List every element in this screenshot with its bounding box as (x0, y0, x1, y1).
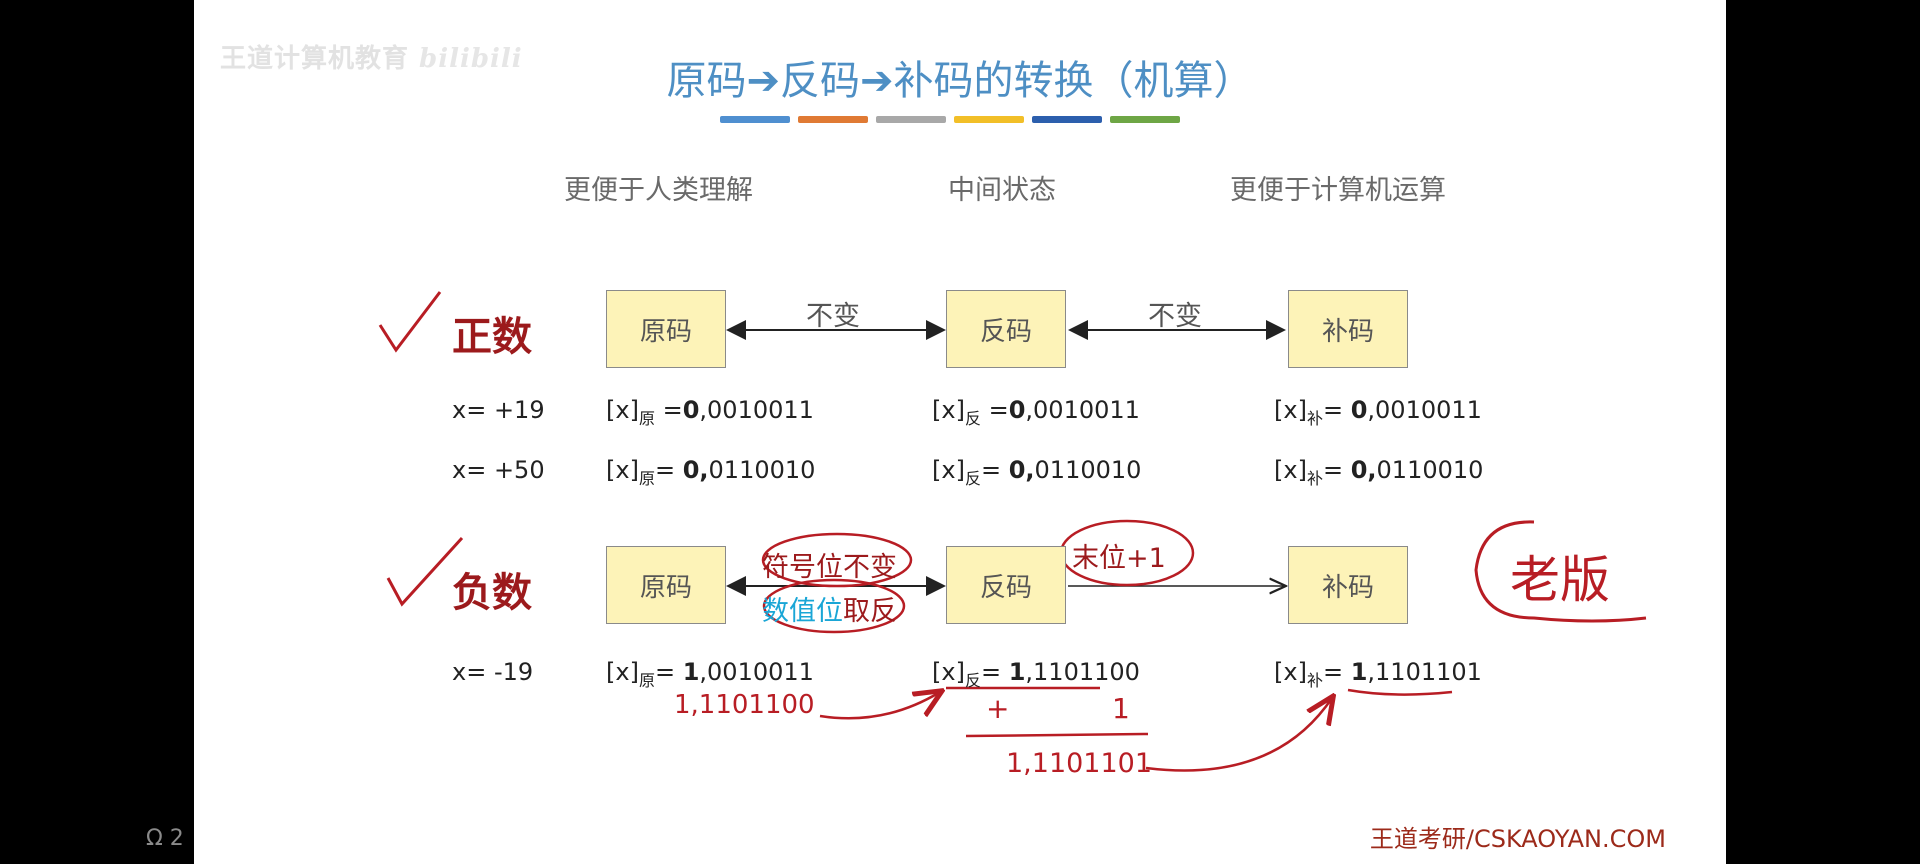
box-neg-original: 原码 (606, 546, 726, 624)
note-last-plus-one: 末位+1 (1072, 543, 1166, 574)
ones-code-neg: [x]反= 1,1101100 (932, 658, 1140, 690)
heading-computer: 更便于计算机运算 (1230, 175, 1446, 206)
orig-code-row1: [x]原 =0,0010011 (606, 396, 814, 428)
title-color-bar (720, 116, 790, 123)
checkmark-positive (378, 291, 442, 353)
heading-human: 更便于人类理解 (564, 175, 753, 206)
side-note-bracket (1474, 520, 1647, 623)
orig-code-row2: [x]原= 0,0110010 (606, 456, 816, 488)
x-value-row1: x= +19 (452, 396, 545, 424)
heading-middle: 中间状态 (948, 175, 1056, 206)
title-color-bar (1032, 116, 1102, 123)
box-neg-twos: 补码 (1288, 546, 1408, 624)
title-color-bar (876, 116, 946, 123)
hand-plus: + (986, 692, 1010, 725)
box-pos-ones: 反码 (946, 290, 1066, 368)
drawing-layer (378, 291, 1647, 772)
box-neg-ones: 反码 (946, 546, 1066, 624)
corner-viewer-count: Ω 2 (146, 826, 184, 851)
hand-step1: 1,1101100 (674, 690, 815, 720)
label-unchanged-1: 不变 (806, 301, 860, 332)
underline-comp (1347, 688, 1453, 696)
hand-side-note: 老版 (1510, 551, 1610, 609)
title-color-bar (798, 116, 868, 123)
title-color-bar (1110, 116, 1180, 123)
label-unchanged-2: 不变 (1148, 301, 1202, 332)
box-pos-original: 原码 (606, 290, 726, 368)
hand-one: 1 (1112, 692, 1130, 725)
footer-brand: 王道考研/CSKAOYAN.COM (1369, 825, 1666, 853)
watermark-text: 王道计算机教育 (220, 44, 410, 74)
label-positive: 正数 (452, 314, 532, 360)
x-value-row2: x= +50 (452, 456, 545, 484)
title-color-bar (954, 116, 1024, 123)
circle-sign-note (761, 532, 913, 588)
hand-result: 1,1101101 (1006, 748, 1153, 779)
ones-code-row2: [x]反= 0,0110010 (932, 456, 1142, 488)
slide-title: 原码➔反码➔补码的转换（机算） (666, 58, 1254, 104)
orig-code-neg: [x]原= 1,0010011 (606, 658, 814, 690)
twos-code-row1: [x]补= 0,0010011 (1274, 396, 1482, 428)
hand-arrow-2 (1145, 698, 1332, 772)
note-value-invert: 数值位取反 (762, 596, 897, 627)
hand-arrow-1 (819, 692, 940, 720)
x-value-neg: x= -19 (452, 658, 534, 686)
twos-code-row2: [x]补= 0,0110010 (1274, 456, 1484, 488)
twos-code-neg: [x]补= 1,1101101 (1274, 658, 1482, 690)
bilibili-logo: bilibili (419, 44, 523, 74)
label-negative: 负数 (452, 570, 532, 616)
circle-value-note (762, 578, 906, 634)
note-sign-unchanged: 符号位不变 (762, 552, 897, 583)
ones-code-row1: [x]反 =0,0010011 (932, 396, 1140, 428)
box-pos-twos: 补码 (1288, 290, 1408, 368)
watermark: 王道计算机教育 bilibili (220, 38, 523, 75)
underline-sum (965, 732, 1149, 738)
checkmark-negative (386, 536, 464, 607)
